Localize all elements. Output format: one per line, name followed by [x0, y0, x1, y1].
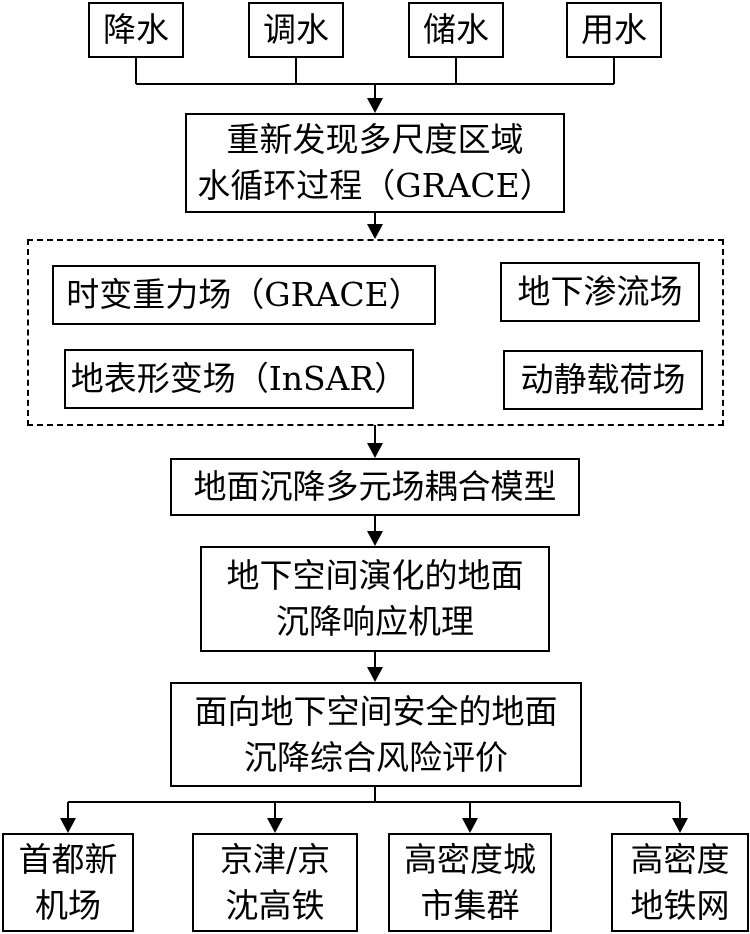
arrowhead [60, 818, 76, 833]
target-line: 沈高铁 [225, 885, 325, 925]
step3-line: 地下空间演化的地面 [226, 556, 524, 595]
step4-line: 沉降综合风险评价 [244, 737, 508, 777]
source-box-precipitation: 降水 [88, 2, 184, 58]
source-box-water-transfer: 调水 [248, 2, 344, 58]
arrowhead [367, 98, 383, 113]
target-line: 地铁网 [630, 885, 730, 925]
step3-box: 地下空间演化的地面 沉降响应机理 [200, 546, 550, 652]
field-box-gravity: 时变重力场（GRACE） [52, 265, 436, 325]
source-box-water-storage: 储水 [408, 2, 504, 58]
field-label: 地下渗流场 [517, 272, 683, 311]
step2-box: 地面沉降多元场耦合模型 [170, 458, 580, 516]
source-label: 调水 [263, 10, 329, 49]
target-line: 高密度城 [404, 839, 536, 879]
arrowhead [672, 818, 688, 833]
target-line: 市集群 [420, 885, 520, 925]
arrowhead [367, 531, 383, 546]
target-line: 首都新 [18, 839, 118, 879]
target-box-high-speed-rail: 京津/京 沈高铁 [192, 833, 358, 932]
arrowhead [267, 818, 283, 833]
source-label: 用水 [581, 10, 647, 49]
arrowhead [462, 818, 478, 833]
step4-box: 面向地下空间安全的地面 沉降综合风险评价 [170, 682, 582, 787]
arrowhead [367, 443, 383, 458]
field-label: 动静载荷场 [520, 360, 686, 399]
field-box-load: 动静载荷场 [503, 350, 703, 410]
arrowhead [367, 224, 383, 239]
target-box-urban-cluster: 高密度城 市集群 [388, 833, 552, 932]
arrowhead [367, 667, 383, 682]
target-line: 机场 [35, 885, 101, 925]
step3-line: 沉降响应机理 [276, 602, 474, 641]
step4-line: 面向地下空间安全的地面 [194, 691, 558, 731]
target-line: 京津/京 [219, 839, 331, 879]
field-box-seepage: 地下渗流场 [500, 262, 700, 322]
step2-label: 地面沉降多元场耦合模型 [193, 467, 557, 506]
target-box-capital-airport: 首都新 机场 [2, 833, 134, 932]
source-label: 降水 [103, 10, 169, 49]
field-label: 地表形变场（InSAR） [70, 359, 408, 398]
step1-box: 重新发现多尺度区域 水循环过程（GRACE） [185, 113, 565, 213]
target-box-metro-network: 高密度 地铁网 [611, 833, 749, 932]
source-label: 储水 [423, 10, 489, 49]
source-box-water-use: 用水 [566, 2, 662, 58]
field-box-deformation: 地表形变场（InSAR） [64, 349, 414, 409]
field-label: 时变重力场（GRACE） [66, 275, 422, 314]
step1-line: 重新发现多尺度区域 [226, 120, 524, 159]
target-line: 高密度 [630, 839, 730, 879]
multi-field-group [27, 239, 724, 426]
step1-line: 水循环过程（GRACE） [197, 166, 553, 205]
